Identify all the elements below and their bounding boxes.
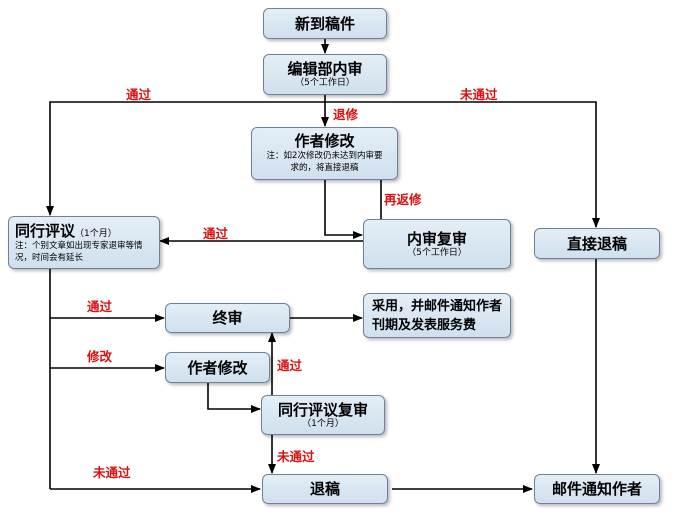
node-title: 同行评议: [15, 222, 76, 240]
arrow-revise-to-rereview: [324, 180, 363, 239]
node-duration: （1个月）: [302, 418, 344, 429]
node-duration: （5个工作日）: [407, 247, 467, 258]
node-title: 编辑部内审: [287, 60, 363, 78]
label-pass-top: 通过: [126, 87, 152, 102]
label-fail-top: 未通过: [460, 87, 498, 102]
node-peer-review: 同行评议（1个月） 注：个别文章如出现专家退审等情况，时间会有延长: [8, 216, 160, 269]
node-peer-re-review: 同行评议复审 （1个月）: [261, 395, 385, 435]
node-title: 终审: [212, 309, 243, 327]
arrow-fail-to-direct-reject: [325, 101, 600, 228]
node-title: 邮件通知作者: [551, 480, 642, 498]
node-internal-re-review: 内审复审 （5个工作日）: [363, 219, 511, 269]
node-title: 采用，并邮件通知作者刊期及发表服务费: [372, 298, 503, 333]
node-title: 直接退稿: [566, 234, 627, 253]
node-final-review: 终审: [165, 303, 290, 333]
node-reject: 退稿: [262, 474, 388, 504]
node-accept: 采用，并邮件通知作者刊期及发表服务费: [363, 293, 511, 338]
node-title: 新到稿件: [294, 14, 355, 33]
label-return-revise: 退修: [333, 107, 359, 122]
node-title-row: 同行评议（1个月）: [15, 221, 117, 240]
label-fail-down: 未通过: [277, 449, 315, 464]
node-author-revise-2: 作者修改: [165, 352, 270, 383]
node-title: 作者修改: [294, 132, 355, 150]
node-note: 注：如2次修改仍未达到内审要求的，将直接退稿: [266, 151, 383, 173]
arrow-pass-to-peer: [46, 101, 325, 216]
node-notify-author: 邮件通知作者: [534, 474, 660, 504]
node-title: 同行评议复审: [277, 400, 368, 419]
label-return-again: 再返修: [384, 192, 422, 207]
label-pass-final: 通过: [87, 299, 113, 314]
node-duration: （1个月）: [75, 229, 117, 239]
node-editorial-review: 编辑部内审 （5个工作日）: [263, 54, 387, 95]
label-pass-mid: 通过: [203, 226, 229, 241]
label-revise: 修改: [87, 349, 113, 364]
node-title: 作者修改: [187, 358, 248, 377]
node-new-manuscript: 新到稿件: [263, 8, 387, 39]
node-duration: （5个工作日）: [295, 78, 355, 88]
node-author-revise-1: 作者修改 注：如2次修改仍未达到内审要求的，将直接退稿: [251, 127, 398, 180]
node-note: 注：个别文章如出现专家退审等情况，时间会有延长: [15, 241, 143, 263]
node-title: 退稿: [309, 480, 340, 498]
node-direct-reject: 直接退稿: [534, 228, 660, 259]
label-pass-up: 通过: [277, 358, 303, 373]
label-fail-left: 未通过: [93, 465, 131, 480]
arrow-revise-to-peer-rereview: [207, 383, 261, 413]
node-title: 内审复审: [406, 229, 467, 248]
